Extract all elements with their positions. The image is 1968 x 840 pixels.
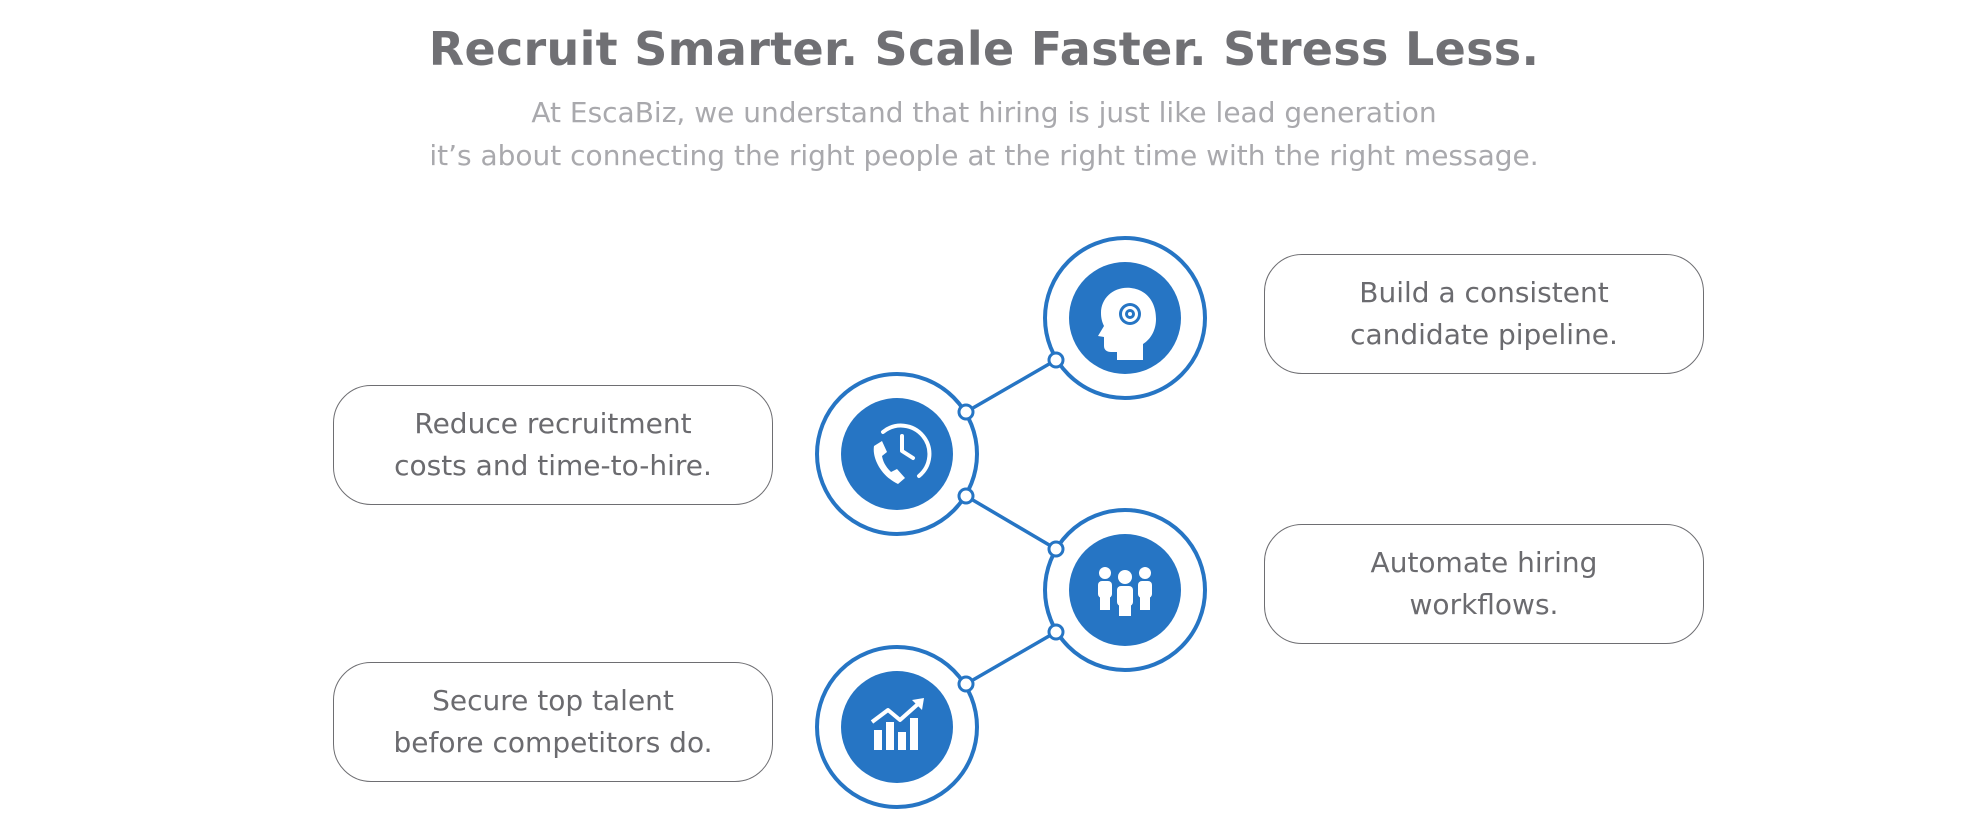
step-card-2-line-1: Reduce recruitment <box>414 407 692 440</box>
step-card-2: Reduce recruitment costs and time-to-hir… <box>333 385 773 505</box>
step-card-2-line-2: costs and time-to-hire. <box>394 449 712 482</box>
step-card-4: Secure top talent before competitors do. <box>333 662 773 782</box>
growth-chart-icon <box>870 698 924 750</box>
step-card-4-line-2: before competitors do. <box>393 726 713 759</box>
step-card-3-line-1: Automate hiring <box>1370 546 1598 579</box>
step-node-2 <box>815 372 979 536</box>
step-node-4 <box>815 645 979 809</box>
step-card-3-line-2: workflows. <box>1409 588 1559 621</box>
step-node-1 <box>1043 236 1207 400</box>
connector-line-3-4 <box>965 630 1057 686</box>
connector-line-2-3 <box>965 494 1057 551</box>
step-node-3 <box>1043 508 1207 672</box>
step-card-4-line-1: Secure top talent <box>432 684 674 717</box>
subtitle-line-1: At EscaBiz, we understand that hiring is… <box>531 96 1437 129</box>
step-card-1: Build a consistent candidate pipeline. <box>1264 254 1704 374</box>
team-icon <box>1098 567 1152 616</box>
step-card-1-line-2: candidate pipeline. <box>1350 318 1618 351</box>
step-card-3: Automate hiring workflows. <box>1264 524 1704 644</box>
page-title: Recruit Smarter. Scale Faster. Stress Le… <box>428 22 1540 76</box>
connector-line-1-2 <box>965 358 1057 414</box>
step-card-1-line-1: Build a consistent <box>1359 276 1609 309</box>
head-gear-icon <box>1098 287 1156 360</box>
subtitle-line-2: it’s about connecting the right people a… <box>429 139 1539 172</box>
phone-clock-icon <box>873 423 932 484</box>
